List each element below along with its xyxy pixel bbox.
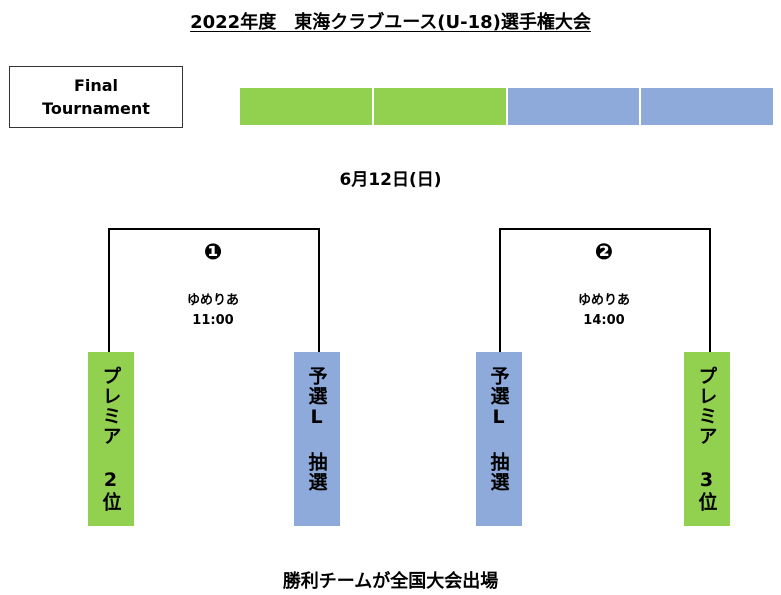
match-2-left-team: 予選L 抽選 xyxy=(476,352,522,526)
bracket-2-right-line xyxy=(709,228,711,354)
match-2-venue: ゆめりあ 14:00 xyxy=(544,291,664,331)
match-1-right-team-label: 予選L 抽選 xyxy=(305,366,328,492)
final-tournament-box: Final Tournament xyxy=(9,66,183,128)
legend-segment-3 xyxy=(507,88,642,125)
match-1-time: 11:00 xyxy=(192,313,234,328)
bracket-2-left-line xyxy=(499,228,501,354)
match-2-time: 14:00 xyxy=(583,313,625,328)
match-2-venue-name: ゆめりあ xyxy=(577,293,630,308)
bracket-1-left-line xyxy=(108,228,110,354)
match-1-venue: ゆめりあ 11:00 xyxy=(153,291,273,331)
bracket-2-top-line xyxy=(499,228,711,230)
color-legend-bar xyxy=(240,88,773,125)
match-1-left-team: プレミア 2位 xyxy=(88,352,134,526)
match-1-right-team: 予選L 抽選 xyxy=(294,352,340,526)
match-2-left-team-label: 予選L 抽選 xyxy=(487,366,510,492)
bracket-1-top-line xyxy=(108,228,320,230)
page-title: 2022年度 東海クラブユース(U-18)選手権大会 xyxy=(0,8,781,34)
bracket-1-right-line xyxy=(318,228,320,354)
legend-segment-2 xyxy=(373,88,508,125)
legend-segment-1 xyxy=(240,88,374,125)
match-1-number: ❶ xyxy=(203,240,223,265)
match-2-right-team-label: プレミア 3位 xyxy=(695,366,718,512)
match-2-right-team: プレミア 3位 xyxy=(684,352,730,526)
match-date: 6月12日(日) xyxy=(339,170,442,190)
match-1-venue-name: ゆめりあ xyxy=(186,293,239,308)
match-1-left-team-label: プレミア 2位 xyxy=(99,366,122,512)
title-text: 2022年度 東海クラブユース(U-18)選手権大会 xyxy=(190,12,591,33)
match-2-number: ❷ xyxy=(594,240,614,265)
legend-segment-4 xyxy=(641,88,773,125)
footer-note: 勝利チームが全国大会出場 xyxy=(282,571,499,592)
